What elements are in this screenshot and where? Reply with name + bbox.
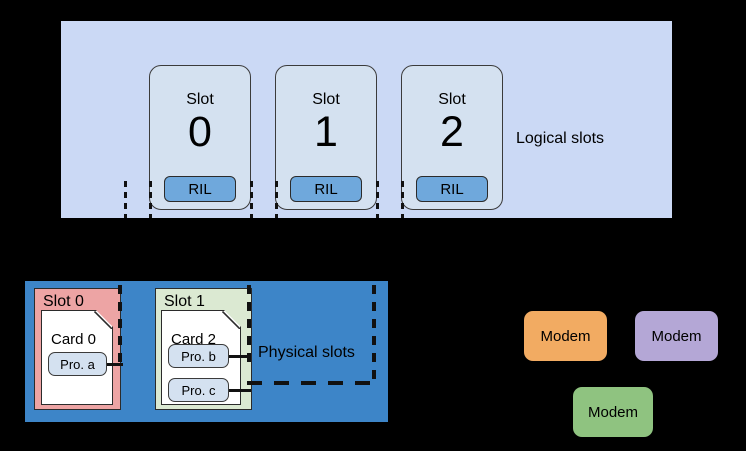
profile-a-connector [107,363,123,366]
ril-2-connector-right [401,181,404,218]
ril-box-slot-0[interactable]: RIL [164,176,236,202]
modem-3[interactable]: Modem [573,387,653,437]
logical-slot-1[interactable]: Slot 1 RIL [275,65,377,210]
physical-boundary-middle [247,285,251,363]
profile-b[interactable]: Pro. b [168,344,229,368]
logical-slot-2[interactable]: Slot 2 RIL [401,65,503,210]
modem-2[interactable]: Modem [635,311,718,361]
ril-2-connector-left [376,181,379,218]
logical-slot-0-number: 0 [188,108,212,156]
ril-1-connector-right [275,181,278,218]
physical-slots-label: Physical slots [258,344,355,361]
profile-a[interactable]: Pro. a [48,352,107,376]
logical-slots-label: Logical slots [516,130,605,147]
modem-1[interactable]: Modem [524,311,607,361]
ril-box-slot-2[interactable]: RIL [416,176,488,202]
logical-slot-2-number: 2 [440,108,464,156]
profile-c-connector [229,389,251,392]
physical-slot-1-title: Slot 1 [164,293,205,310]
ril-0-connector-left [124,181,127,218]
profile-b-connector [229,355,251,358]
sim-card-2-title: Card 2 [171,331,217,348]
logical-slot-0-word: Slot [186,91,214,108]
ril-0-connector-right [149,181,152,218]
ril-box-slot-1[interactable]: RIL [290,176,362,202]
logical-slot-2-word: Slot [438,91,466,108]
physical-slot-0-title: Slot 0 [43,293,84,310]
profile-c[interactable]: Pro. c [168,378,229,402]
ril-1-connector-left [250,181,253,218]
logical-slot-0[interactable]: Slot 0 RIL [149,65,251,210]
physical-boundary-bottom [247,381,376,385]
physical-boundary-left [118,285,122,367]
logical-slot-1-word: Slot [312,91,340,108]
physical-boundary-right [372,285,376,385]
sim-card-0-title: Card 0 [51,331,97,348]
logical-slot-1-number: 1 [314,108,338,156]
logical-slots-panel: Slot 0 RIL Slot 1 RIL Slot 2 RIL Logical… [61,21,672,218]
